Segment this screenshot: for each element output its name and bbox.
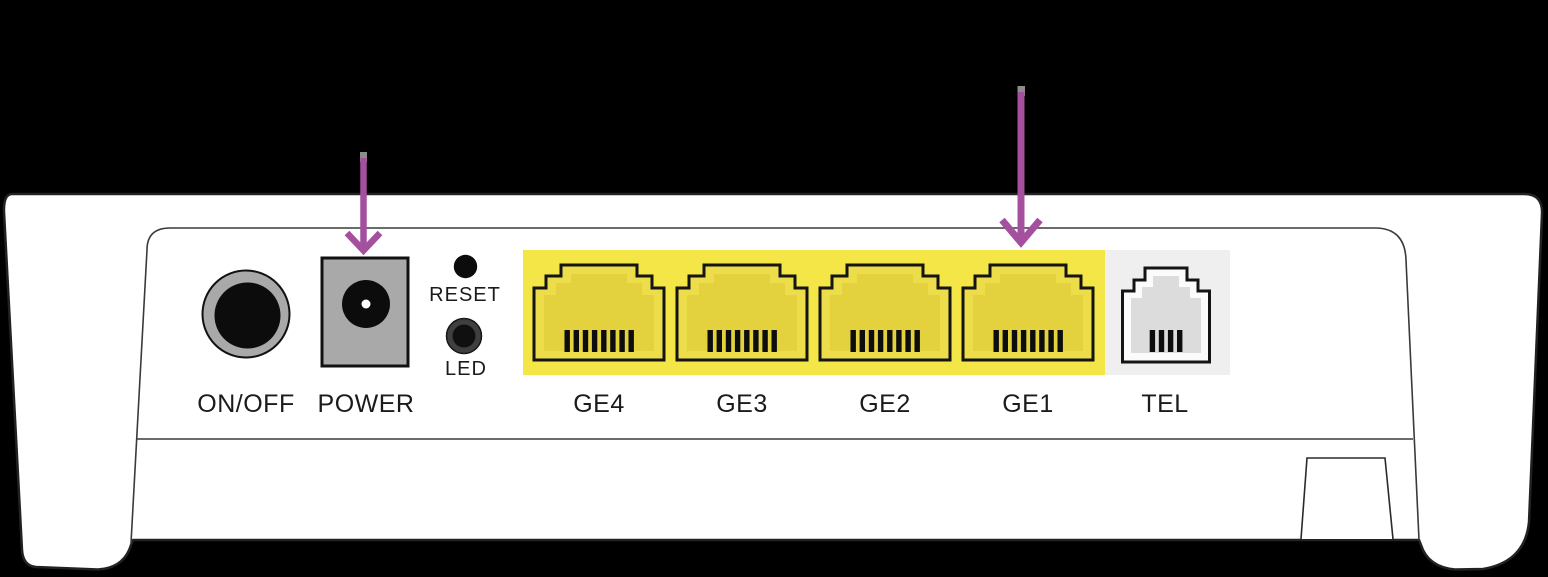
ge4-label: GE4 [573,390,625,418]
arrow-cap [360,152,367,162]
arrow-head [344,230,383,256]
power-jack-pin [361,299,371,309]
led-label: LED [445,358,487,380]
port-ge1 [961,263,1095,362]
arrow-head [999,217,1043,248]
arrow-to-ge1-icon [999,86,1043,248]
panel-left-crease [130,249,148,544]
ge3-label: GE3 [716,390,768,418]
panel-creases [130,227,1420,544]
on-off-button [201,269,291,359]
arrow-to-power-icon [344,152,383,256]
led-indicator [445,317,483,355]
power-label: POWER [318,390,415,418]
panel-right-crease [1405,259,1420,541]
reset-label: RESET [429,284,501,306]
port-tel [1121,266,1211,364]
on-off-center [214,282,281,349]
arrow-cap [1017,86,1025,96]
reset-button [453,254,478,279]
ge1-label: GE1 [1002,390,1054,418]
panel-top-crease [146,227,1407,261]
port-ge3 [675,263,809,362]
port-ge4 [532,263,666,362]
led-center [452,324,476,348]
power-jack [320,256,410,368]
tel-label: TEL [1141,390,1188,418]
stand-notch [1300,457,1394,540]
port-ge2 [818,263,952,362]
ge2-label: GE2 [859,390,911,418]
on-off-label: ON/OFF [197,390,294,418]
